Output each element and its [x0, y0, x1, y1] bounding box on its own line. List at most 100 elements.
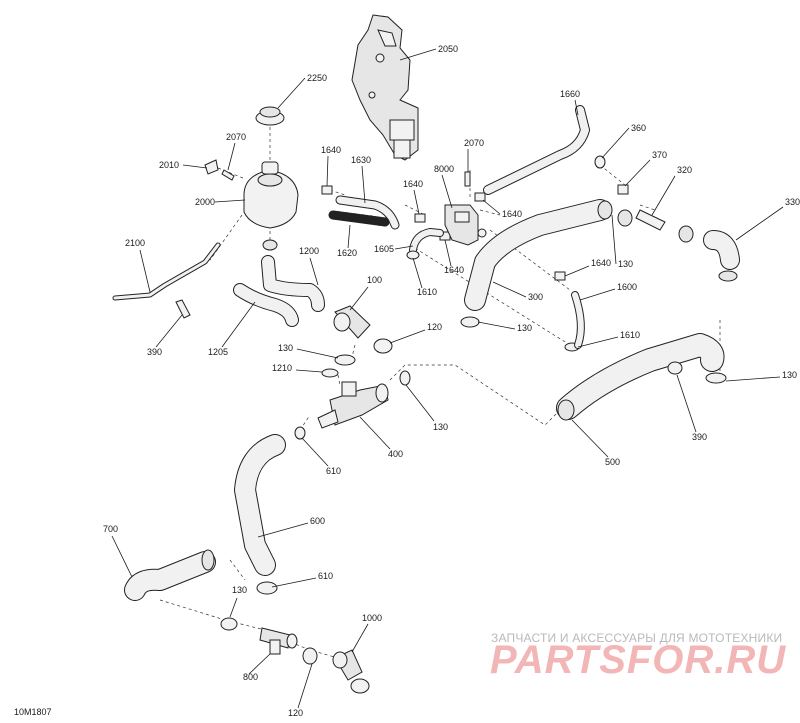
- leader-line: [601, 127, 630, 159]
- part-callout-label: 500: [605, 457, 620, 467]
- leader-line: [394, 245, 414, 250]
- leader-line: [389, 329, 426, 344]
- leader-line: [248, 653, 271, 675]
- leader-line: [577, 336, 619, 348]
- hose-1660: [483, 105, 590, 195]
- elbow-1000: [332, 649, 363, 681]
- hose-1605: [409, 228, 444, 254]
- leader-line: [574, 99, 579, 116]
- part-callout-label: 120: [427, 322, 442, 332]
- leader-line: [301, 437, 329, 467]
- thermostat-housing-400: [317, 381, 389, 429]
- part-callout-label: 130: [618, 259, 633, 269]
- hose-1200: [261, 255, 325, 312]
- clamp-610-a: [294, 426, 306, 440]
- part-callout-label: 610: [326, 466, 341, 476]
- tee-800: [259, 627, 298, 655]
- part-callout-label: 120: [288, 708, 303, 718]
- clamp-130-e: [220, 617, 238, 631]
- coolant-reservoir-2000: [243, 161, 299, 251]
- part-callout-label: 100: [367, 275, 382, 285]
- clamp-120-a: [373, 338, 393, 354]
- fitting-1640-e: [554, 271, 566, 281]
- leader-line: [257, 522, 309, 538]
- hose-1600: [571, 291, 585, 349]
- bolt-2070-right: [464, 171, 471, 187]
- leader-line: [611, 214, 617, 265]
- hose-700: [124, 549, 216, 601]
- part-callout-label: 1000: [362, 613, 382, 623]
- part-callout-label: 2070: [226, 132, 246, 142]
- cap-2250: [255, 106, 285, 126]
- part-callout-label: 130: [433, 422, 448, 432]
- callouts: 2050225016602070360201016401630207080003…: [103, 44, 800, 718]
- part-callout-label: 800: [243, 672, 258, 682]
- part-callout-label: 8000: [434, 164, 454, 174]
- leader-line: [571, 419, 609, 458]
- leader-line: [155, 314, 183, 348]
- clamp-130-d: [705, 372, 727, 384]
- leader-line: [349, 286, 369, 311]
- clamp-130-a: [334, 354, 356, 366]
- part-callout-label: 600: [310, 516, 325, 526]
- leader-line: [296, 348, 339, 359]
- leader-line: [735, 206, 784, 241]
- clamp-130-c: [399, 370, 411, 386]
- hose-1630: [335, 195, 400, 230]
- leader-line: [277, 77, 306, 109]
- elbow-100: [333, 305, 371, 339]
- leader-line: [676, 374, 697, 433]
- leader-line: [725, 376, 781, 382]
- part-callout-label: 130: [232, 585, 247, 595]
- part-callout-label: 300: [528, 292, 543, 302]
- clip-390-left: [175, 299, 191, 319]
- leader-line: [399, 48, 437, 61]
- leader-line: [227, 142, 236, 171]
- clamp-610-b: [256, 581, 278, 595]
- tube-2100: [112, 242, 221, 301]
- leader-line: [295, 369, 323, 373]
- part-callout-label: 1210: [272, 363, 292, 373]
- part-callout-label: 1205: [208, 347, 228, 357]
- watermark-caption: ЗАПЧАСТИ И АКСЕССУАРЫ ДЛЯ МОТОТЕХНИКИ: [491, 631, 782, 645]
- leader-line: [221, 301, 256, 348]
- part-callout-label: 1610: [417, 287, 437, 297]
- part-callout-label: 700: [103, 524, 118, 534]
- clamp-360: [594, 155, 606, 169]
- leader-line: [182, 164, 208, 169]
- part-callout-label: 2250: [307, 73, 327, 83]
- leader-line: [405, 384, 435, 422]
- leader-line: [351, 623, 369, 653]
- leader-line: [271, 577, 317, 588]
- leader-line: [412, 257, 423, 289]
- part-callout-label: 1600: [617, 282, 637, 292]
- leader-line: [359, 416, 391, 450]
- watermark-logo: PARTSFOR.RU: [490, 638, 786, 682]
- part-callout-label: 360: [631, 123, 646, 133]
- leader-line: [111, 535, 133, 578]
- bracket-2050: [351, 14, 419, 161]
- part-callout-label: 130: [517, 323, 532, 333]
- clip-390-right: [667, 361, 683, 375]
- part-callout-label: 2100: [125, 238, 145, 248]
- leader-line: [326, 155, 329, 187]
- leader-line: [309, 257, 319, 286]
- part-callout-label: 2000: [195, 197, 215, 207]
- part-callout-label: 610: [318, 571, 333, 581]
- part-callout-label: 1200: [299, 246, 319, 256]
- leader-line: [441, 174, 453, 209]
- leader-line: [139, 249, 151, 293]
- clip-1610-a: [406, 250, 420, 260]
- leader-line: [297, 663, 313, 709]
- part-callout-label: 330: [785, 197, 800, 207]
- elbow-330: [703, 230, 740, 282]
- leader-line: [347, 224, 351, 249]
- leader-line: [413, 189, 420, 215]
- fitting-1640-c: [474, 192, 486, 202]
- spring-1620: [328, 210, 390, 227]
- hose-600: [234, 434, 286, 576]
- fitting-370: [617, 184, 629, 195]
- part-callout-label: 1660: [560, 89, 580, 99]
- part-callout-label: 1610: [620, 330, 640, 340]
